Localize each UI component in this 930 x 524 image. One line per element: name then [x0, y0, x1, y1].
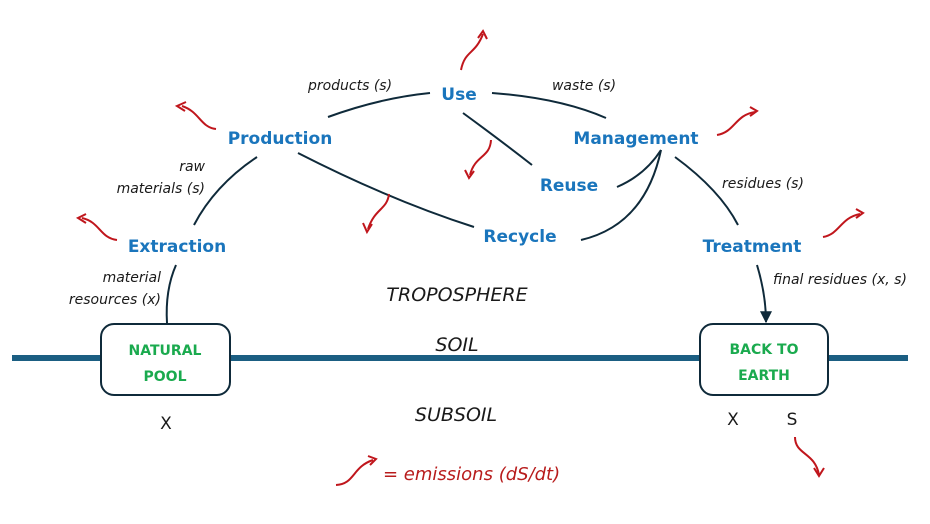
link-extraction-production — [193, 156, 258, 226]
layer-label-soil: SOIL — [435, 334, 478, 356]
flow-label-residues: residues (s) — [722, 176, 804, 192]
node-extraction: Extraction — [128, 237, 226, 257]
flow-label-material-resources-1: material — [103, 270, 162, 286]
natural-pool-label-2: POOL — [144, 369, 187, 385]
node-recycle: Recycle — [483, 227, 556, 247]
emission-arrow-production — [174, 101, 217, 130]
emission-legend-icon — [335, 455, 378, 486]
flow-label-material-resources-2: resources (x) — [69, 292, 161, 308]
node-production: Production — [228, 129, 333, 149]
back-to-earth-marker-x: X — [727, 410, 739, 430]
link-use-management — [491, 92, 607, 119]
natural-pool-label-1: NATURAL — [129, 343, 202, 359]
link-production-recycle — [297, 152, 475, 228]
back-to-earth-box: BACK TO EARTH — [699, 323, 829, 396]
natural-pool-box: NATURAL POOL — [100, 323, 231, 396]
back-to-earth-label-1: BACK TO — [730, 342, 799, 358]
emission-arrow-use — [460, 29, 488, 71]
link-naturalpool-extraction — [165, 264, 177, 324]
node-management: Management — [573, 129, 698, 149]
layer-label-troposphere: TROPOSPHERE — [386, 284, 527, 306]
emission-arrow-use-reuse — [464, 139, 492, 180]
emission-arrow-treatment — [822, 208, 865, 238]
back-to-earth-marker-s: S — [787, 410, 798, 430]
emission-arrow-extraction — [75, 213, 118, 241]
flow-label-final-residues: final residues (x, s) — [773, 272, 907, 288]
emission-arrow-back-to-earth — [794, 436, 825, 478]
flow-label-products: products (s) — [307, 78, 392, 94]
flow-label-waste: waste (s) — [552, 78, 616, 94]
link-use-reuse — [462, 112, 533, 166]
emission-arrow-production-recycle — [362, 193, 390, 235]
node-treatment: Treatment — [703, 237, 802, 257]
node-reuse: Reuse — [540, 176, 598, 196]
link-recycle-management — [580, 149, 662, 241]
link-treatment-backtoearth — [756, 264, 772, 324]
legend-emissions-label: = emissions (dS/dt) — [383, 464, 560, 485]
link-management-treatment — [674, 156, 739, 226]
layer-label-subsoil: SUBSOIL — [415, 404, 497, 426]
flow-label-raw-materials-1: raw — [179, 159, 205, 175]
natural-pool-marker-x: X — [160, 414, 172, 434]
emission-arrow-management — [716, 106, 759, 136]
flow-label-raw-materials-2: materials (s) — [117, 181, 205, 197]
link-reuse-management — [616, 149, 662, 188]
node-use: Use — [441, 85, 476, 105]
link-production-use — [327, 92, 431, 118]
back-to-earth-label-2: EARTH — [738, 368, 790, 384]
